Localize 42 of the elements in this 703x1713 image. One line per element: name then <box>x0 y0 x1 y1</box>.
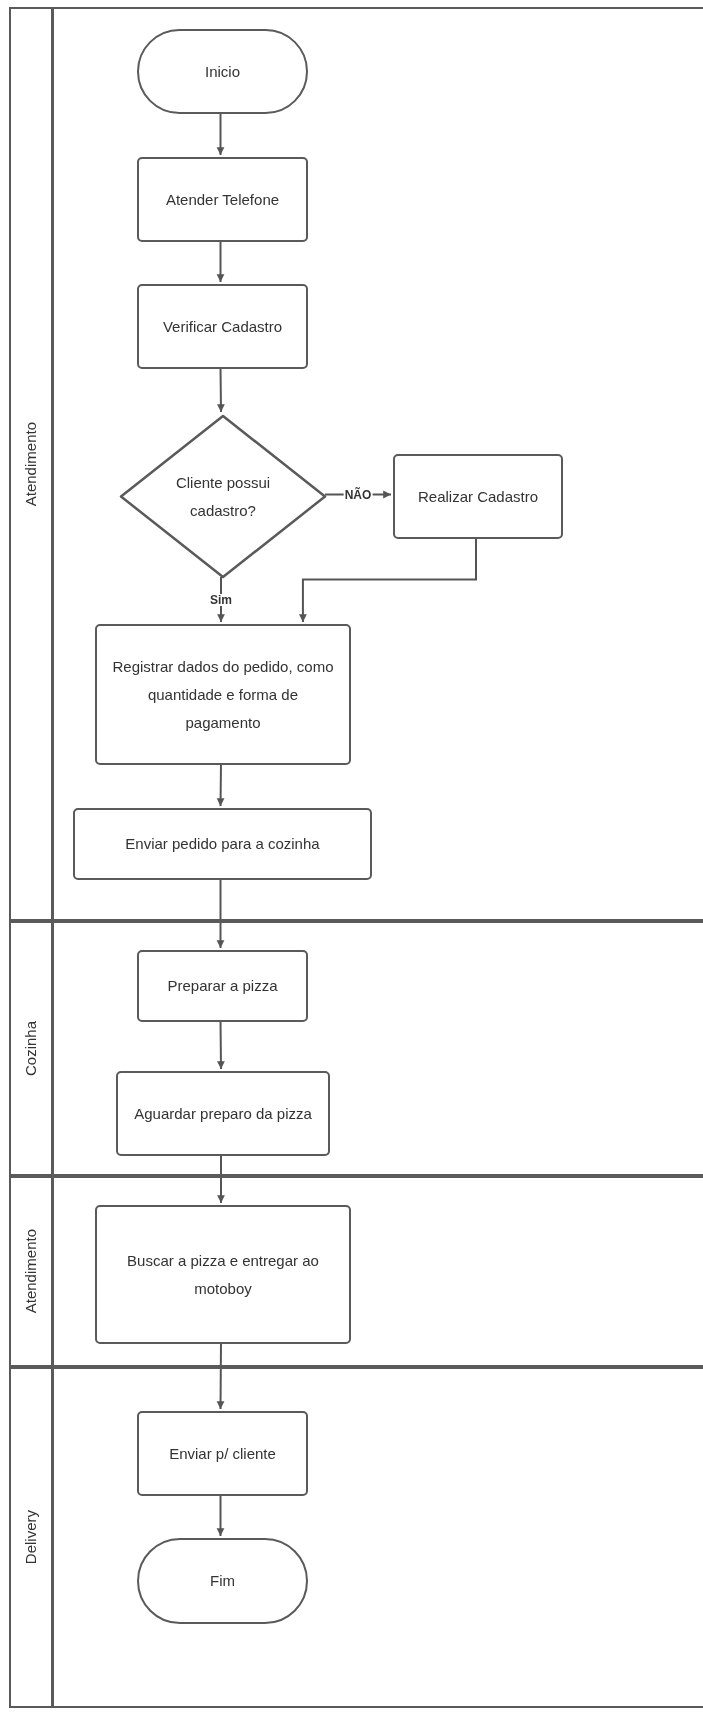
process-label: Registrar dados do pedido, como quantidade e forma de pagamento <box>111 656 335 733</box>
swimlane <box>9 7 703 921</box>
lane-label: Atendimento <box>20 421 40 507</box>
arrow <box>216 111 225 156</box>
lane-label: Cozinha <box>20 1020 40 1076</box>
decision-diamond <box>119 414 327 579</box>
lane-label: Atendimento <box>20 1229 40 1314</box>
process-box <box>73 808 372 880</box>
edge-label: Sim <box>209 593 233 606</box>
process-label: Preparar a pizza <box>167 976 278 996</box>
process-box <box>137 1411 308 1496</box>
arrow <box>217 1019 225 1070</box>
arrow <box>216 1341 225 1410</box>
process-label: Aguardar preparo da pizza <box>134 1103 312 1124</box>
edge-label: NÃO <box>343 488 373 501</box>
swimlane <box>9 921 703 1176</box>
process-label: Enviar pedido para a cozinha <box>125 834 320 854</box>
arrow <box>216 762 225 807</box>
process-box <box>393 454 563 539</box>
process-box <box>137 284 308 369</box>
swimlane <box>9 1176 703 1367</box>
process-box <box>116 1071 330 1156</box>
arrow <box>217 1153 225 1204</box>
process-label: Atender Telefone <box>165 189 280 210</box>
process-label: Verificar Cadastro <box>162 316 283 337</box>
process-label: Buscar a pizza e entregar ao motoboy <box>126 1250 320 1299</box>
lane-label: Delivery <box>20 1510 40 1565</box>
process-label: Realizar Cadastro <box>417 486 539 507</box>
arrow <box>299 536 477 623</box>
arrow <box>217 366 225 413</box>
process-box <box>95 1205 351 1344</box>
process-box <box>95 624 351 765</box>
swimlane <box>9 1367 703 1708</box>
process-box <box>137 157 308 242</box>
arrow <box>216 877 225 949</box>
arrow <box>216 1493 225 1537</box>
terminal-label: Inicio <box>205 61 240 82</box>
process-box <box>137 950 308 1022</box>
terminal-label: Fim <box>210 1571 235 1591</box>
decision-label: Cliente possui cadastro? <box>174 472 272 521</box>
process-label: Enviar p/ cliente <box>169 1443 276 1464</box>
arrow <box>216 239 225 283</box>
